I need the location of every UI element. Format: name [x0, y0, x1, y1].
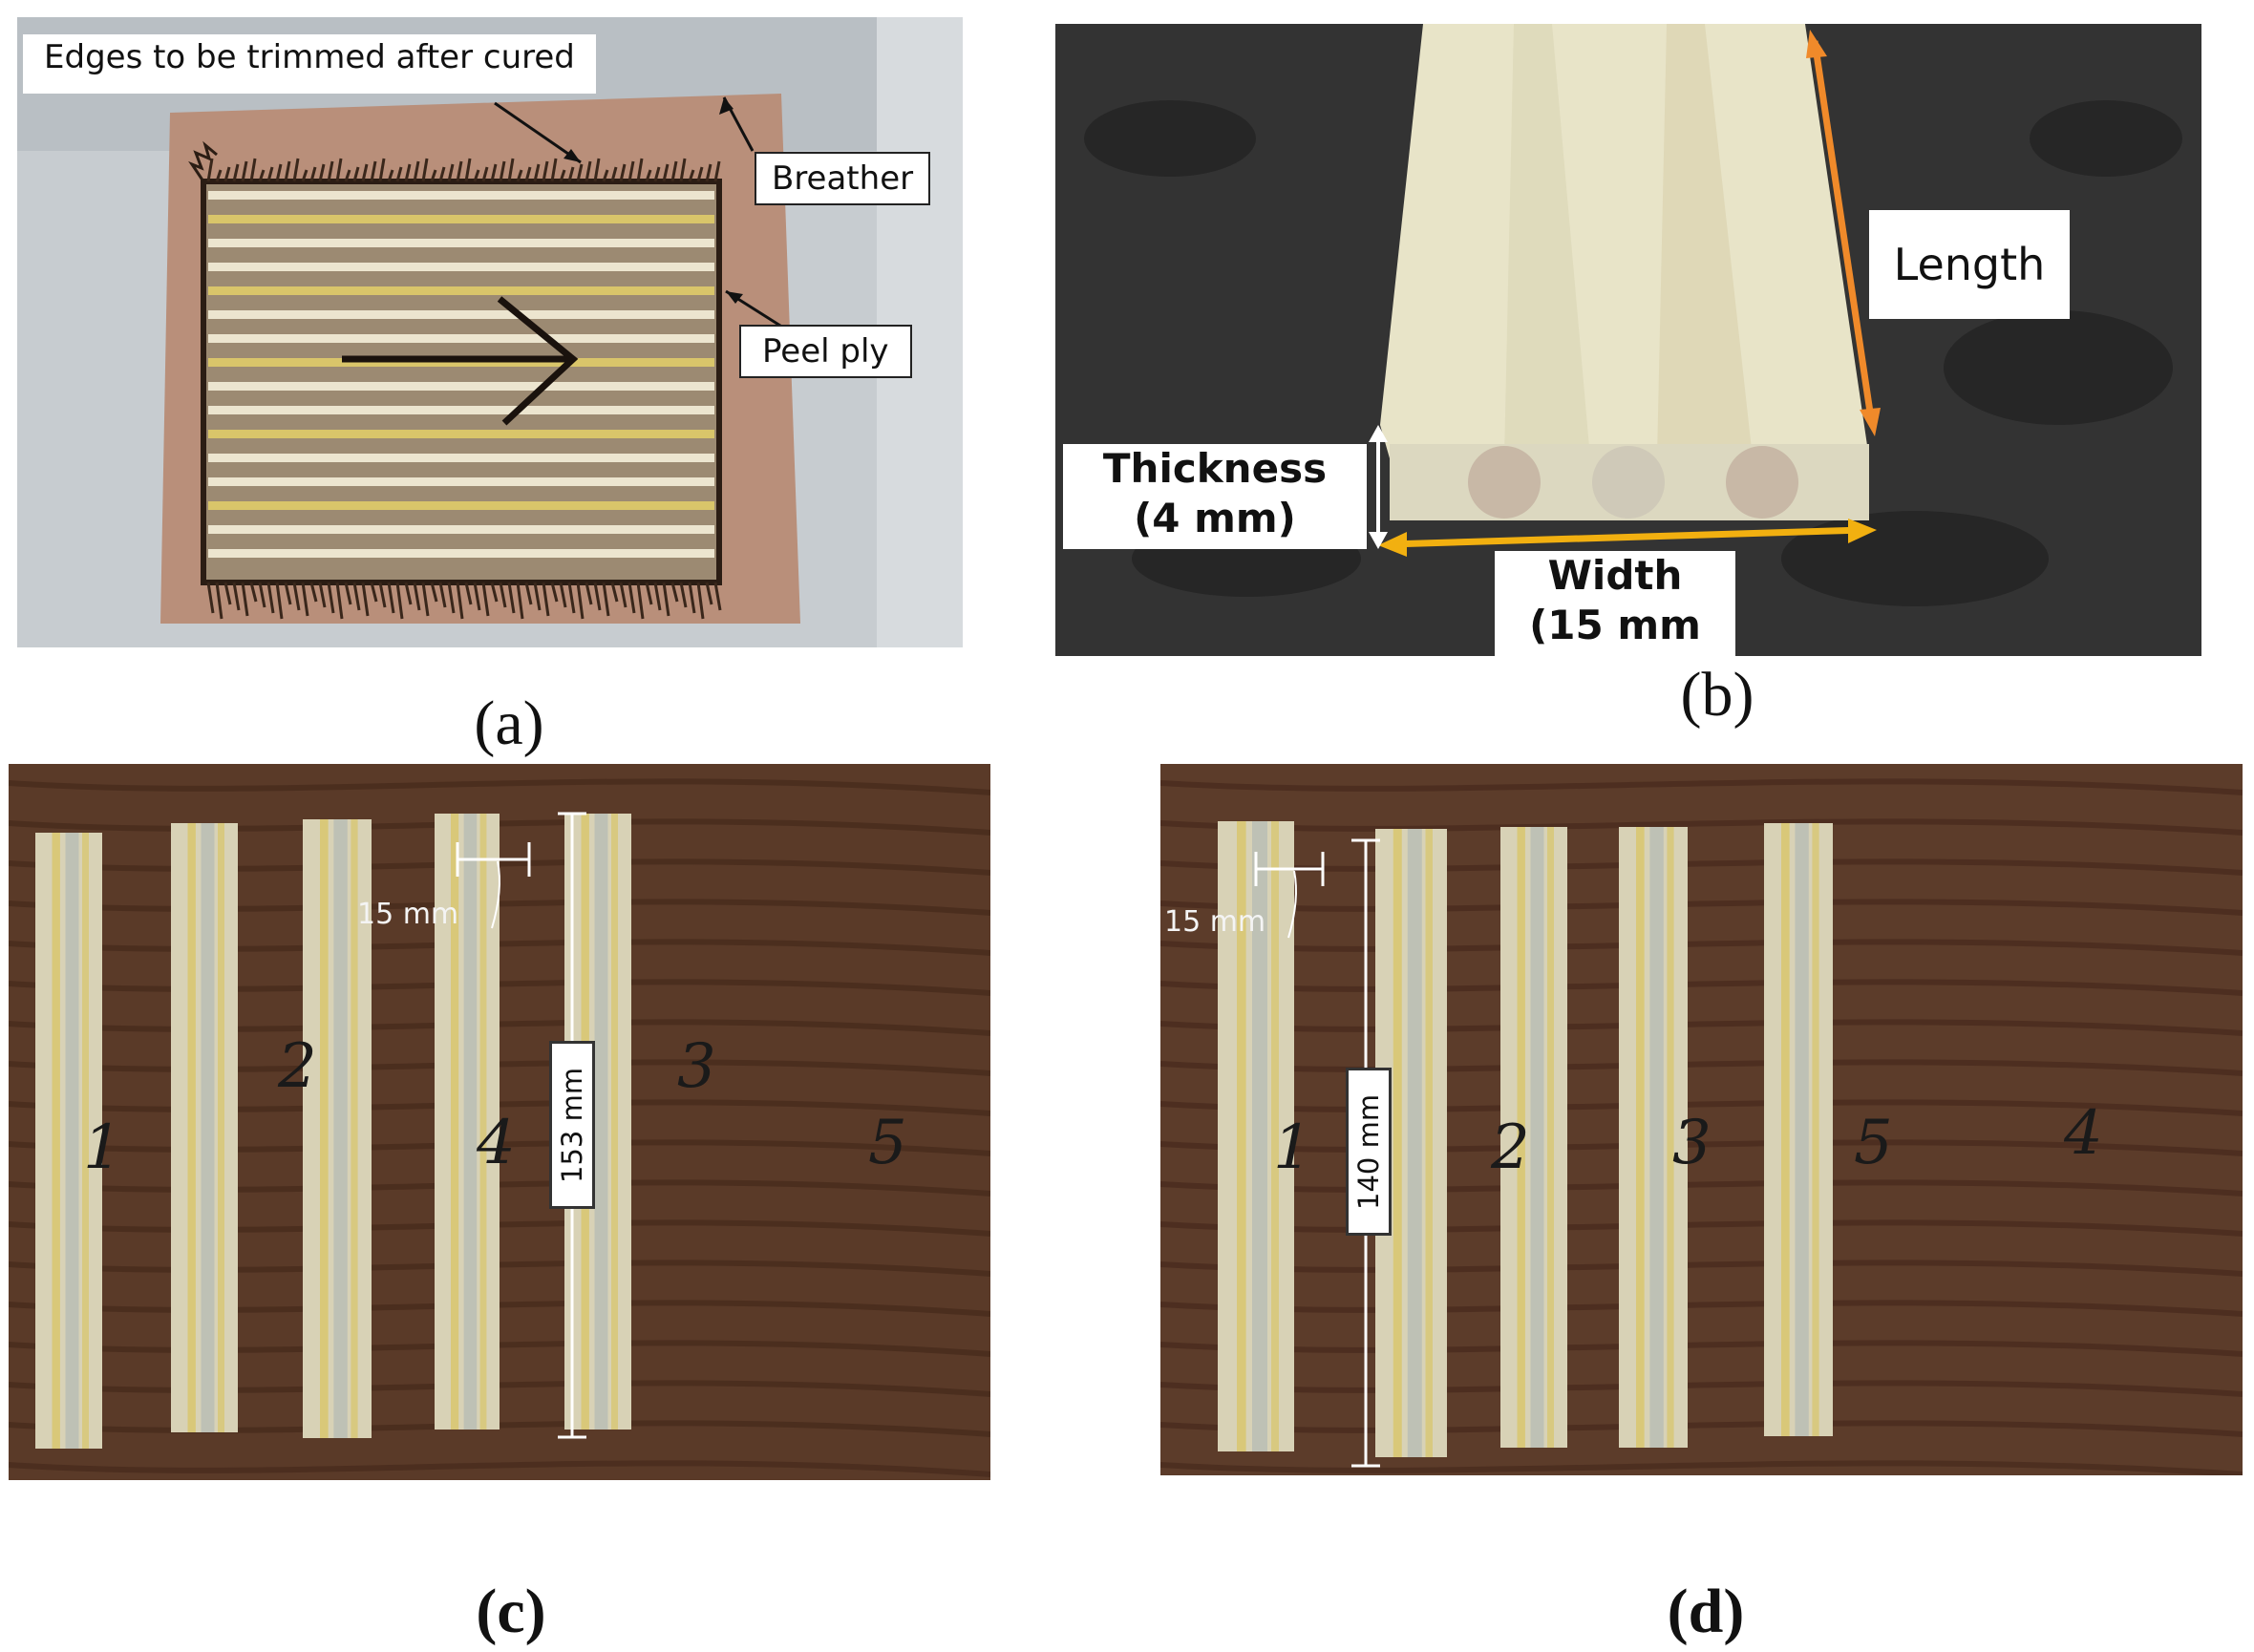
fiber-bundle [1592, 446, 1665, 519]
thickness-label: Thickness (4 mm) [1063, 444, 1367, 549]
fiber-bundle [1468, 446, 1541, 519]
specimen-label: 4 [2064, 1098, 2103, 1169]
width-dimension-label: 15 mm [1164, 905, 1266, 939]
breather-label: Breather [755, 152, 931, 205]
caption-d: (d) [1667, 1577, 1745, 1646]
caption-c: (c) [476, 1577, 546, 1646]
width-dimension-label: 15 mm [357, 898, 459, 931]
length-arrow [1811, 40, 1876, 426]
width-label-line2: (15 mm [1529, 602, 1701, 648]
specimen-label: 1 [1273, 1112, 1312, 1183]
width-label-line1: Width [1547, 552, 1683, 599]
specimens-d-illustration [1160, 764, 2243, 1475]
panel-b-photo: Length Thickness (4 mm) Width (15 mm [1055, 24, 2201, 656]
specimen-strip [1380, 24, 1869, 458]
panel-c-photo: 15 mm 153 mm 1 2 4 3 5 [9, 764, 990, 1480]
layup-illustration [17, 17, 963, 647]
specimen-label: 4 [477, 1108, 516, 1178]
length-dimension-label: 153 mm [549, 1041, 595, 1209]
panel-d-photo: 15 mm 140 mm 1 2 3 5 4 [1160, 764, 2243, 1475]
fiber-bundle [1726, 446, 1798, 519]
caption-a: (a) [474, 688, 544, 758]
specimen-label: 3 [677, 1031, 716, 1102]
panel-a-photo: Edges to be trimmed after cured Breather… [17, 17, 963, 647]
specimen-label: 2 [278, 1031, 317, 1102]
width-arrow [1389, 526, 1865, 548]
width-label: Width (15 mm [1495, 551, 1735, 656]
specimen-label: 2 [1491, 1112, 1530, 1183]
specimen-label: 5 [868, 1108, 907, 1178]
length-dimension-label: 140 mm [1346, 1068, 1392, 1236]
thickness-label-line2: (4 mm) [1134, 495, 1296, 541]
trim-fringe [206, 158, 722, 620]
specimen-label: 1 [83, 1112, 122, 1183]
length-label: Length [1869, 210, 2070, 319]
cross-section-illustration [1055, 24, 2201, 656]
edges-trim-label: Edges to be trimmed after cured [23, 34, 596, 94]
specimen-label: 5 [1854, 1108, 1893, 1178]
thickness-label-line1: Thickness [1102, 445, 1328, 492]
peel-ply-label: Peel ply [739, 325, 912, 378]
caption-b: (b) [1680, 660, 1754, 730]
specimen-label: 3 [1672, 1108, 1712, 1178]
